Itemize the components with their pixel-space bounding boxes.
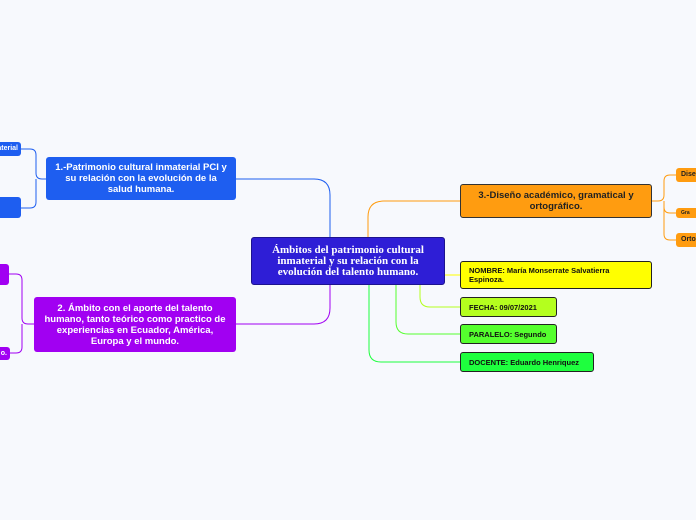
topic-nombre-text: NOMBRE: María Monserrate Salvatierra Esp… bbox=[469, 266, 610, 284]
connector-central-fecha bbox=[419, 285, 460, 308]
subtopic-patrimonio-1[interactable]: aterial bbox=[0, 142, 21, 156]
connector-central-paralelo bbox=[395, 285, 460, 335]
central-topic[interactable]: Ámbitos del patrimonio cultural inmateri… bbox=[251, 237, 445, 285]
connector-diseno-leaf-1 bbox=[652, 174, 676, 202]
topic-patrimonio-text: 1.-Patrimonio cultural inmaterial PCI y … bbox=[55, 162, 227, 195]
subtopic-diseno-2[interactable]: Gra bbox=[676, 208, 696, 218]
topic-nombre[interactable]: NOMBRE: María Monserrate Salvatierra Esp… bbox=[460, 261, 652, 289]
topic-ambito-text: 2. Ámbito con el aporte del talento huma… bbox=[44, 302, 226, 347]
topic-docente-text: DOCENTE: Eduardo Henriquez bbox=[469, 357, 580, 367]
connector-diseno-leaf-3 bbox=[663, 207, 676, 241]
connector-ambito-leaf-2 bbox=[10, 324, 23, 354]
connector-central-diseno bbox=[367, 200, 460, 237]
topic-fecha[interactable]: FECHA: 09/07/2021 bbox=[460, 297, 557, 317]
subtopic-diseno-3[interactable]: Orto bbox=[676, 233, 696, 247]
connector-patrimonio-leaf-2 bbox=[21, 179, 37, 209]
connector-diseno-leaf-2 bbox=[663, 201, 676, 214]
subtopic-diseno-2-text: Gra bbox=[681, 210, 690, 216]
subtopic-ambito-2[interactable]: o. bbox=[0, 347, 10, 360]
topic-diseno[interactable]: 3.-Diseño académico, gramatical y ortogr… bbox=[460, 184, 652, 218]
connector-central-patrimonio bbox=[236, 178, 331, 237]
topic-paralelo-text: PARALELO: Segundo bbox=[469, 329, 547, 339]
topic-paralelo[interactable]: PARALELO: Segundo bbox=[460, 324, 557, 344]
connector-central-ambito bbox=[236, 285, 331, 325]
subtopic-patrimonio-2[interactable] bbox=[0, 197, 21, 218]
topic-ambito[interactable]: 2. Ámbito con el aporte del talento huma… bbox=[34, 297, 236, 352]
topic-patrimonio[interactable]: 1.-Patrimonio cultural inmaterial PCI y … bbox=[46, 157, 236, 200]
topic-diseno-text: 3.-Diseño académico, gramatical y ortogr… bbox=[478, 190, 634, 212]
subtopic-ambito-1[interactable] bbox=[0, 264, 9, 285]
subtopic-ambito-2-text: o. bbox=[0, 349, 7, 357]
subtopic-diseno-1[interactable]: Dise bbox=[676, 168, 696, 182]
central-topic-text: Ámbitos del patrimonio cultural inmateri… bbox=[272, 243, 424, 278]
subtopic-diseno-1-text: Dise bbox=[681, 171, 696, 178]
subtopic-diseno-3-text: Orto bbox=[681, 236, 696, 243]
connector-patrimonio-leaf-1 bbox=[21, 148, 46, 180]
topic-fecha-text: FECHA: 09/07/2021 bbox=[469, 302, 537, 312]
connector-central-docente bbox=[368, 285, 460, 363]
topic-docente[interactable]: DOCENTE: Eduardo Henriquez bbox=[460, 352, 594, 372]
subtopic-patrimonio-1-text: aterial bbox=[0, 145, 18, 152]
connector-ambito-leaf-1 bbox=[9, 273, 34, 325]
